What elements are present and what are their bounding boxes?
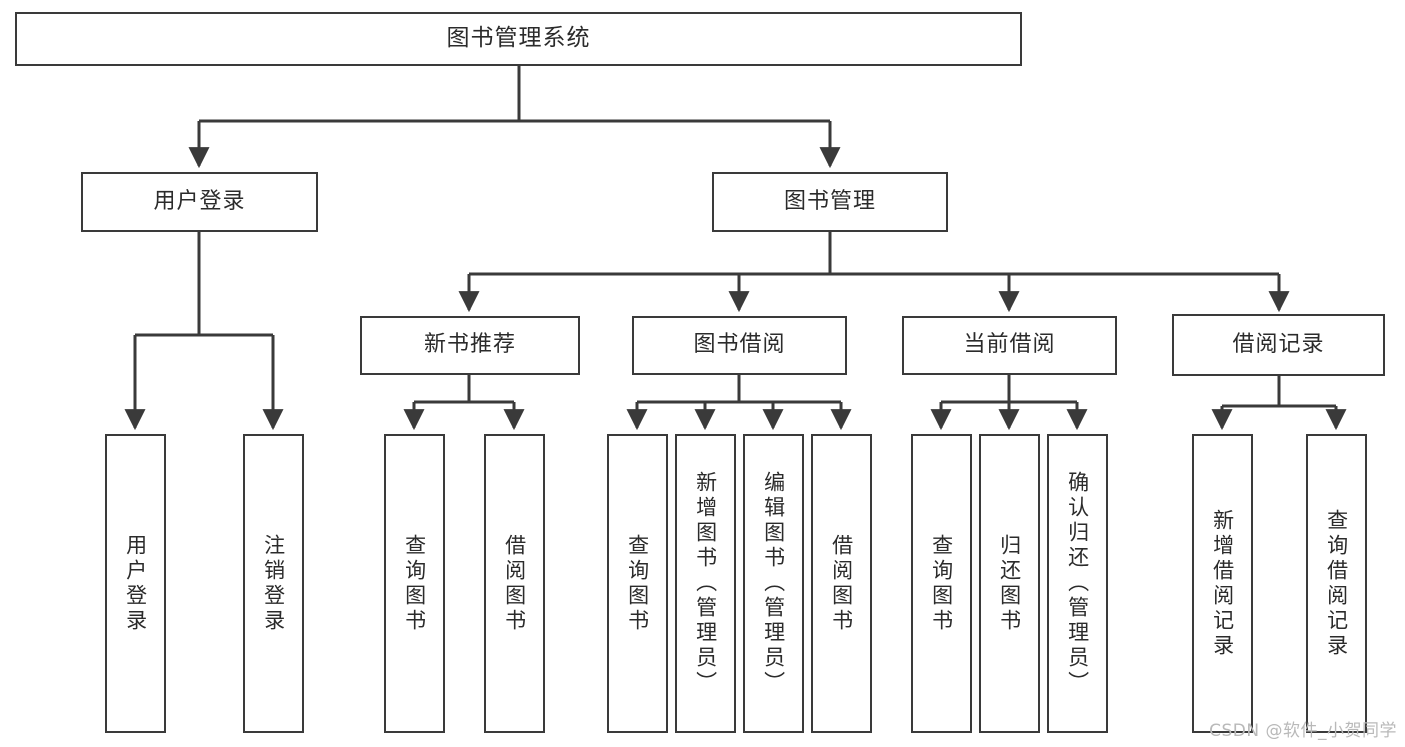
- node-label: 借阅图书: [829, 533, 854, 634]
- node-label: 新书推荐: [423, 332, 516, 358]
- node-label: 归还图书: [997, 533, 1022, 634]
- node-label: 图书借阅: [693, 332, 786, 358]
- node-label: 确认归还（管理员）: [1065, 471, 1090, 696]
- node-root-book-management-system[interactable]: 图书管理系统: [15, 12, 1022, 66]
- node-book-management[interactable]: 图书管理: [712, 172, 948, 232]
- node-label: 查询借阅记录: [1324, 508, 1349, 659]
- node-current-borrowing[interactable]: 当前借阅: [902, 316, 1117, 375]
- node-label: 借阅记录: [1232, 331, 1325, 357]
- leaf-borrow-record-query-record[interactable]: 查询借阅记录: [1306, 434, 1367, 733]
- leaf-user-login-sign-out[interactable]: 注销登录: [243, 434, 304, 733]
- node-user-login[interactable]: 用户登录: [81, 172, 318, 232]
- leaf-book-borrow-borrow-books[interactable]: 借阅图书: [811, 434, 872, 733]
- leaf-book-borrow-edit-book-admin[interactable]: 编辑图书（管理员）: [743, 434, 804, 733]
- leaf-book-borrow-add-book-admin[interactable]: 新增图书（管理员）: [675, 434, 736, 733]
- node-label: 查询图书: [625, 533, 650, 634]
- node-book-borrowing[interactable]: 图书借阅: [632, 316, 847, 375]
- node-label: 注销登录: [261, 533, 286, 634]
- node-label: 查询图书: [402, 533, 427, 634]
- node-new-book-recommendation[interactable]: 新书推荐: [360, 316, 580, 375]
- leaf-book-borrow-query-books[interactable]: 查询图书: [607, 434, 668, 733]
- leaf-borrow-record-add-record[interactable]: 新增借阅记录: [1192, 434, 1253, 733]
- leaf-current-borrow-confirm-return-admin[interactable]: 确认归还（管理员）: [1047, 434, 1108, 733]
- leaf-current-borrow-return-books[interactable]: 归还图书: [979, 434, 1040, 733]
- node-label: 用户登录: [153, 188, 246, 214]
- leaf-new-book-query-books[interactable]: 查询图书: [384, 434, 445, 733]
- leaf-user-login-sign-in[interactable]: 用户登录: [105, 434, 166, 733]
- node-borrowing-record[interactable]: 借阅记录: [1172, 314, 1385, 376]
- csdn-watermark: CSDN @软件_小贺同学: [1209, 721, 1397, 741]
- node-label: 图书管理系统: [446, 25, 591, 52]
- node-label: 当前借阅: [963, 332, 1056, 358]
- leaf-current-borrow-query-books[interactable]: 查询图书: [911, 434, 972, 733]
- node-label: 借阅图书: [502, 533, 527, 634]
- node-label: 新增图书（管理员）: [693, 471, 718, 696]
- node-label: 图书管理: [783, 188, 876, 214]
- node-label: 新增借阅记录: [1210, 508, 1235, 659]
- leaf-new-book-borrow-books[interactable]: 借阅图书: [484, 434, 545, 733]
- node-label: 编辑图书（管理员）: [761, 471, 786, 696]
- node-label: 查询图书: [929, 533, 954, 634]
- node-label: 用户登录: [123, 533, 148, 634]
